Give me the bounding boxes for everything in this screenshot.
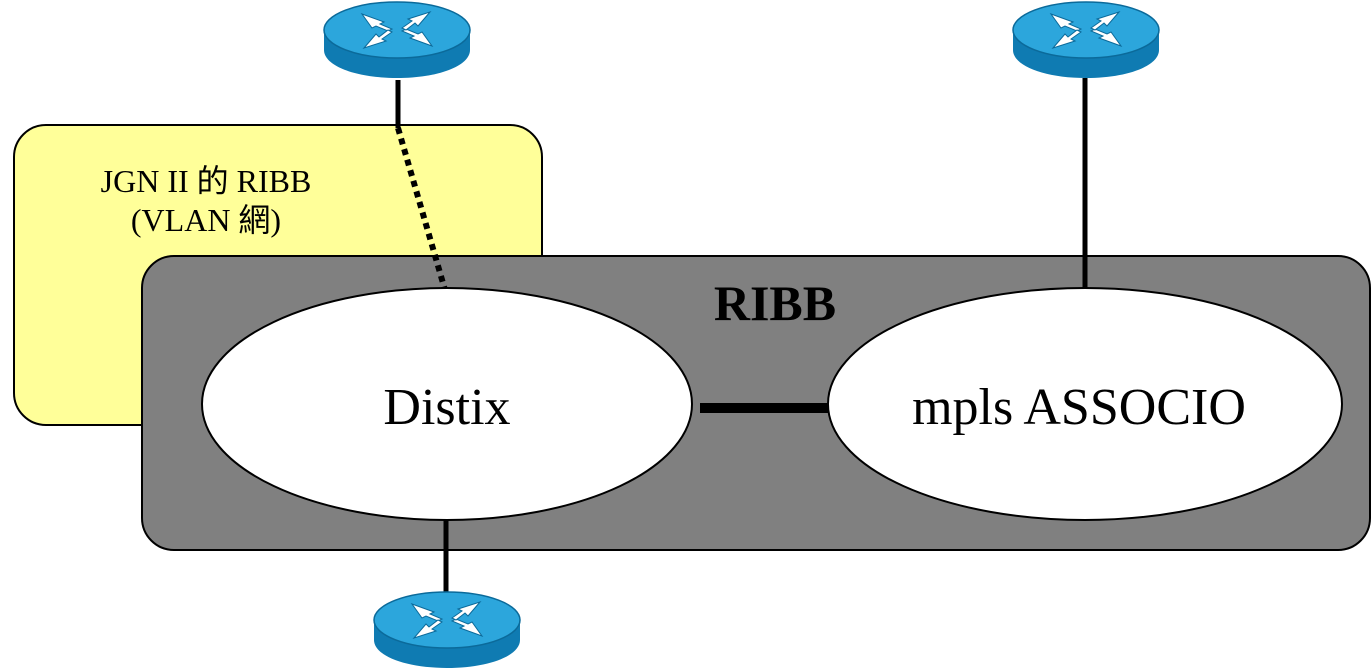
router-icon xyxy=(1012,1,1160,79)
jgn-label-line1: JGN II 的 RIBB xyxy=(101,163,312,199)
ribb-title: RIBB xyxy=(714,275,836,331)
router-icon xyxy=(373,591,521,669)
distix-label: Distix xyxy=(383,379,510,436)
jgn-label-line2: (VLAN 網) xyxy=(131,202,281,238)
router-icon xyxy=(323,1,471,79)
distix-node xyxy=(201,287,693,521)
mpls-node xyxy=(827,287,1343,521)
mpls-label: mpls ASSOCIO xyxy=(912,379,1246,436)
